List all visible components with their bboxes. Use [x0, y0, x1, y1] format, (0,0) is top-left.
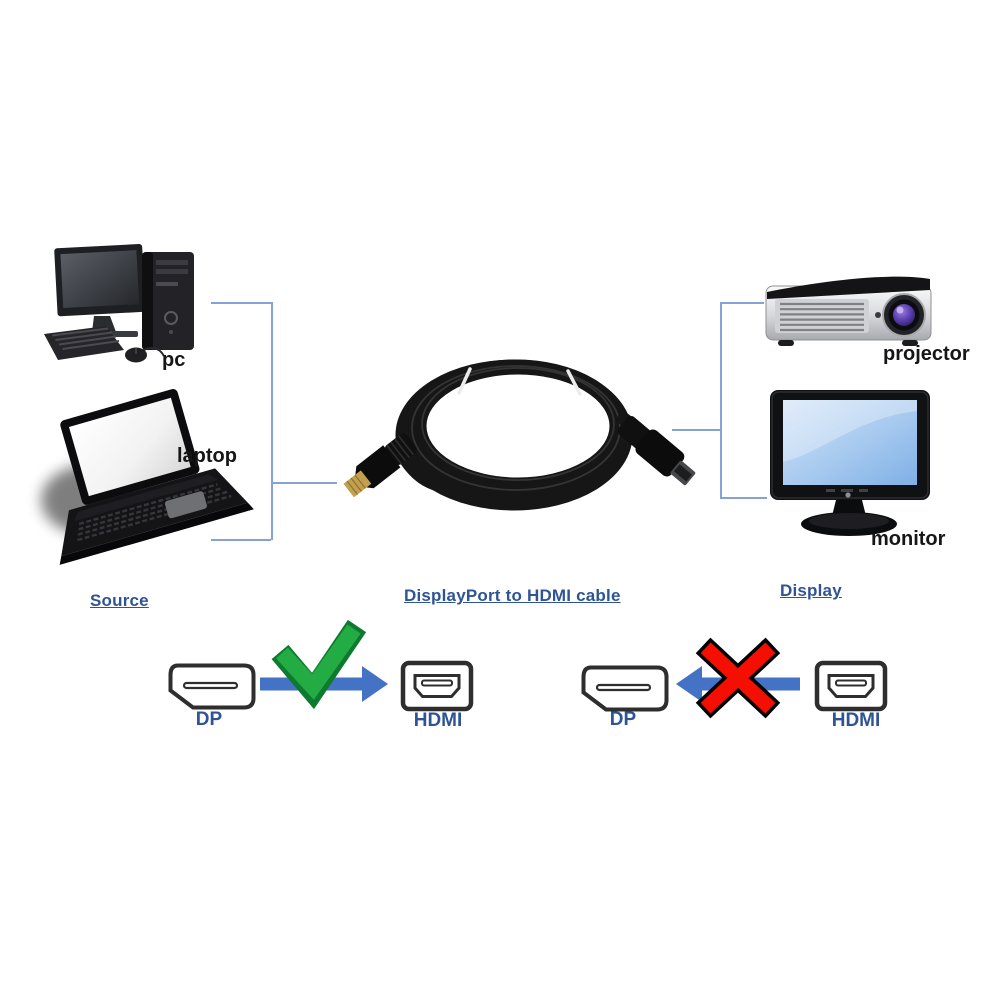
- dp-connector-icon: [168, 663, 256, 710]
- connector-line-left-to-cable: [271, 482, 337, 484]
- cable-ties: [457, 367, 582, 396]
- cross-icon: [695, 637, 781, 719]
- dp-label-not-allowed: DP: [609, 709, 637, 730]
- connector-line-right-vertical: [720, 302, 722, 498]
- pc-label: pc: [162, 349, 186, 371]
- monitor-image: [770, 390, 930, 536]
- monitor-label: monitor: [871, 528, 946, 550]
- laptop-icon: [59, 389, 254, 565]
- cable-image: [343, 359, 696, 511]
- cable-title: DisplayPort to HDMI cable: [404, 586, 621, 605]
- projector-label: projector: [883, 343, 970, 365]
- tower-icon: [142, 252, 194, 350]
- dp-label-allowed: DP: [195, 709, 223, 730]
- source-heading: Source: [90, 591, 149, 610]
- connector-line-left-vertical: [271, 302, 273, 540]
- laptop-label: laptop: [177, 445, 237, 467]
- hdmi-plug-icon: [617, 416, 696, 486]
- keyboard-icon: [44, 326, 124, 360]
- projector-icon: [765, 276, 932, 346]
- mouse-icon: [125, 346, 165, 363]
- hdmi-connector-icon: [814, 660, 888, 712]
- pc-image: [44, 244, 194, 363]
- check-icon: [271, 619, 367, 710]
- display-heading: Display: [780, 581, 842, 600]
- connector-line-pc: [211, 302, 271, 304]
- desktop-monitor-icon: [54, 244, 146, 337]
- displayport-plug-icon: [343, 433, 417, 498]
- hdmi-label-not-allowed: HDMI: [831, 710, 881, 731]
- laptop-image: [41, 389, 254, 565]
- hdmi-label-allowed: HDMI: [413, 710, 463, 731]
- connector-line-projector: [720, 302, 764, 304]
- projector-image: [765, 276, 932, 346]
- monitor-icon: [770, 390, 930, 536]
- hdmi-connector-icon: [400, 660, 474, 712]
- dp-connector-icon: [581, 665, 669, 712]
- connector-line-monitor: [720, 497, 767, 499]
- connector-line-laptop: [211, 539, 271, 541]
- connector-line-cable-to-right: [672, 429, 720, 431]
